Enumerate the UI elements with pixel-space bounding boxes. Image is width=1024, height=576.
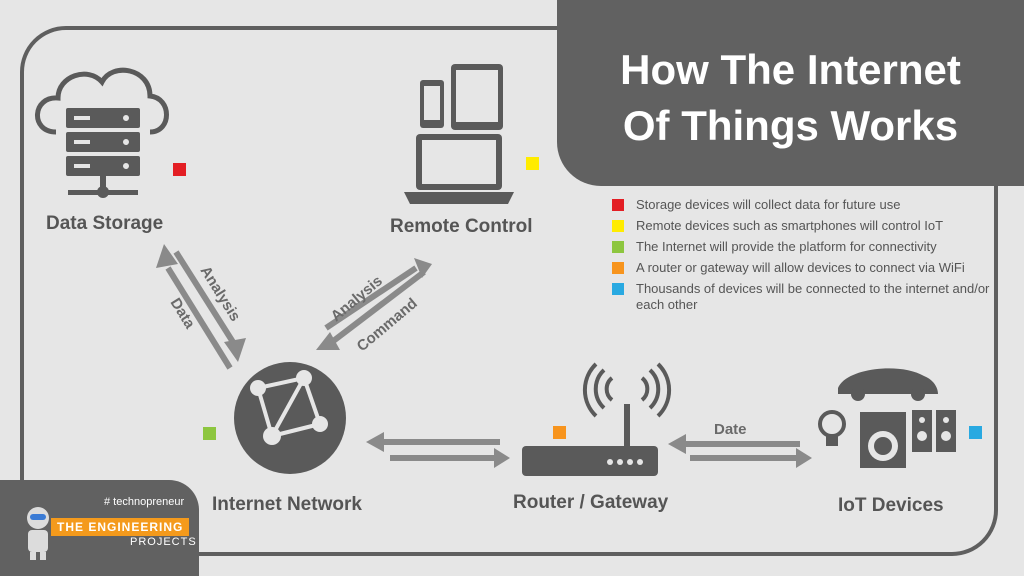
marker-blue [969,426,982,439]
arrow-label-remote-analysis: Analysis [328,272,386,325]
legend-item: Remote devices such as smartphones will … [612,218,996,234]
label-remote-control: Remote Control [390,216,533,237]
arrow-iot-right-head [796,448,812,468]
legend-item: Storage devices will collect data for fu… [612,197,996,213]
page-title: How The Internet Of Things Works [557,42,1024,154]
label-router-gateway: Router / Gateway [513,492,669,513]
router-icon [522,362,672,476]
label-iot-devices: IoT Devices [838,495,944,516]
label-data-storage: Data Storage [46,213,164,234]
arrow-storage-down [173,250,241,352]
diagram-frame [20,26,998,556]
robot-icon [27,507,49,560]
legend-item: Thousands of devices will be connected t… [612,281,996,313]
title-banner: How The Internet Of Things Works [557,0,1024,186]
legend-swatch-orange [612,262,624,274]
arrow-iot-left-head [668,434,686,454]
arrow-remote-down-head [316,332,340,350]
arrow-remote-down [330,269,426,345]
arrow-storage-up [165,266,233,370]
legend-item: The Internet will provide the platform f… [612,239,996,255]
title-line-1: How The Internet [620,46,961,93]
legend-swatch-red [612,199,624,211]
title-line-2: Of Things Works [622,102,959,149]
marker-yellow [526,157,539,170]
legend-swatch-blue [612,283,624,295]
label-internet-network: Internet Network [212,494,362,515]
arrow-remote-up [324,265,418,331]
arrow-remote-up-head [414,258,432,278]
arrow-router-right-head [494,448,510,468]
marker-red [173,163,186,176]
arrow-label-iot-date: Date [714,421,747,438]
legend-swatch-yellow [612,220,624,232]
marker-orange [553,426,566,439]
remote-control-icon [404,64,514,204]
arrow-router-left-head [366,432,384,452]
brand-subtitle: PROJECTS [130,536,197,548]
brand-tagline: # technopreneur [104,496,185,508]
legend: Storage devices will collect data for fu… [612,197,996,318]
marker-green [203,427,216,440]
legend-item: A router or gateway will allow devices t… [612,260,996,276]
arrow-storage-up-head [156,244,178,268]
arrows [156,244,812,468]
iot-devices-icon [818,368,956,468]
arrow-storage-down-head [224,338,246,362]
brand-name: THE ENGINEERING [51,518,190,536]
legend-swatch-green [612,241,624,253]
data-storage-icon [35,67,169,198]
globe-icon [234,362,346,474]
